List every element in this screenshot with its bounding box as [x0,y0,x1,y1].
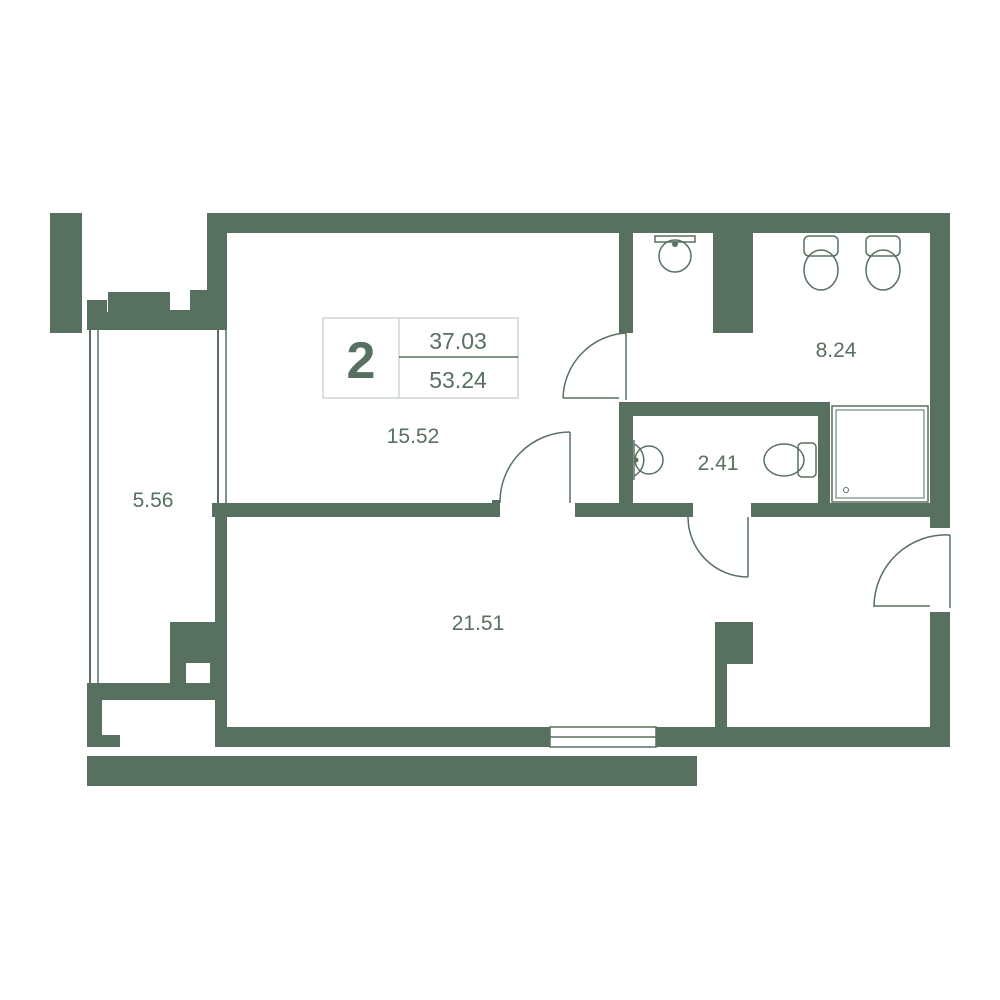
total-area: 53.24 [429,367,487,393]
left-wall-upper [207,213,227,299]
room-count: 2 [347,332,376,390]
balcony-bottom-block [87,622,227,747]
right-wall-lower [930,612,950,747]
door-jamb-small-bath [685,503,693,517]
room-label-bedroom: 15.52 [387,425,440,448]
balcony-slab [87,756,697,786]
room-label-small-bathroom: 2.41 [698,452,739,475]
small-bath-left-wall [619,402,633,517]
balcony-post [50,213,82,333]
apartment-badge: 2 37.03 53.24 [322,317,519,399]
bottom-wall-right [656,727,950,747]
room-label-living-room: 21.51 [452,612,505,635]
bidet-icon [865,235,901,291]
living-pillar-wall [715,622,727,727]
outer-walls [207,213,950,747]
bedroom-living-wall-left [212,503,492,517]
sink-icon [654,235,696,273]
top-wall [207,213,950,233]
right-wall-upper [930,213,950,528]
door-swing-bedroom [499,431,571,504]
small-sink-icon [633,440,664,480]
small-toilet-icon [763,442,817,478]
bottom-wall-left [215,727,550,747]
room-label-bathroom: 8.24 [816,339,857,362]
living-area: 37.03 [429,328,487,354]
balcony [50,213,697,786]
bedroom-bath-wall-upper [619,233,633,333]
interior-walls [212,233,931,727]
balcony-niche [186,663,210,683]
door-jamb-bedroom [492,500,500,517]
room-label-balcony: 5.56 [133,489,174,512]
doors [492,332,951,608]
badge-frame [322,317,519,399]
small-bath-right-wall [818,402,830,517]
balcony-corner [87,300,107,330]
bath-wall-bottom [751,503,931,517]
door-swing-entrance [873,534,951,608]
shower-tray-icon [831,405,929,503]
door-swing-bath [562,332,627,399]
door-swing-small-bath [687,516,749,578]
bath-pillar [713,233,753,333]
window [549,726,657,748]
balcony-top-parapet [87,290,227,330]
fixtures [633,235,929,503]
small-bath-top-wall [619,402,829,416]
toilet-icon [803,235,839,291]
